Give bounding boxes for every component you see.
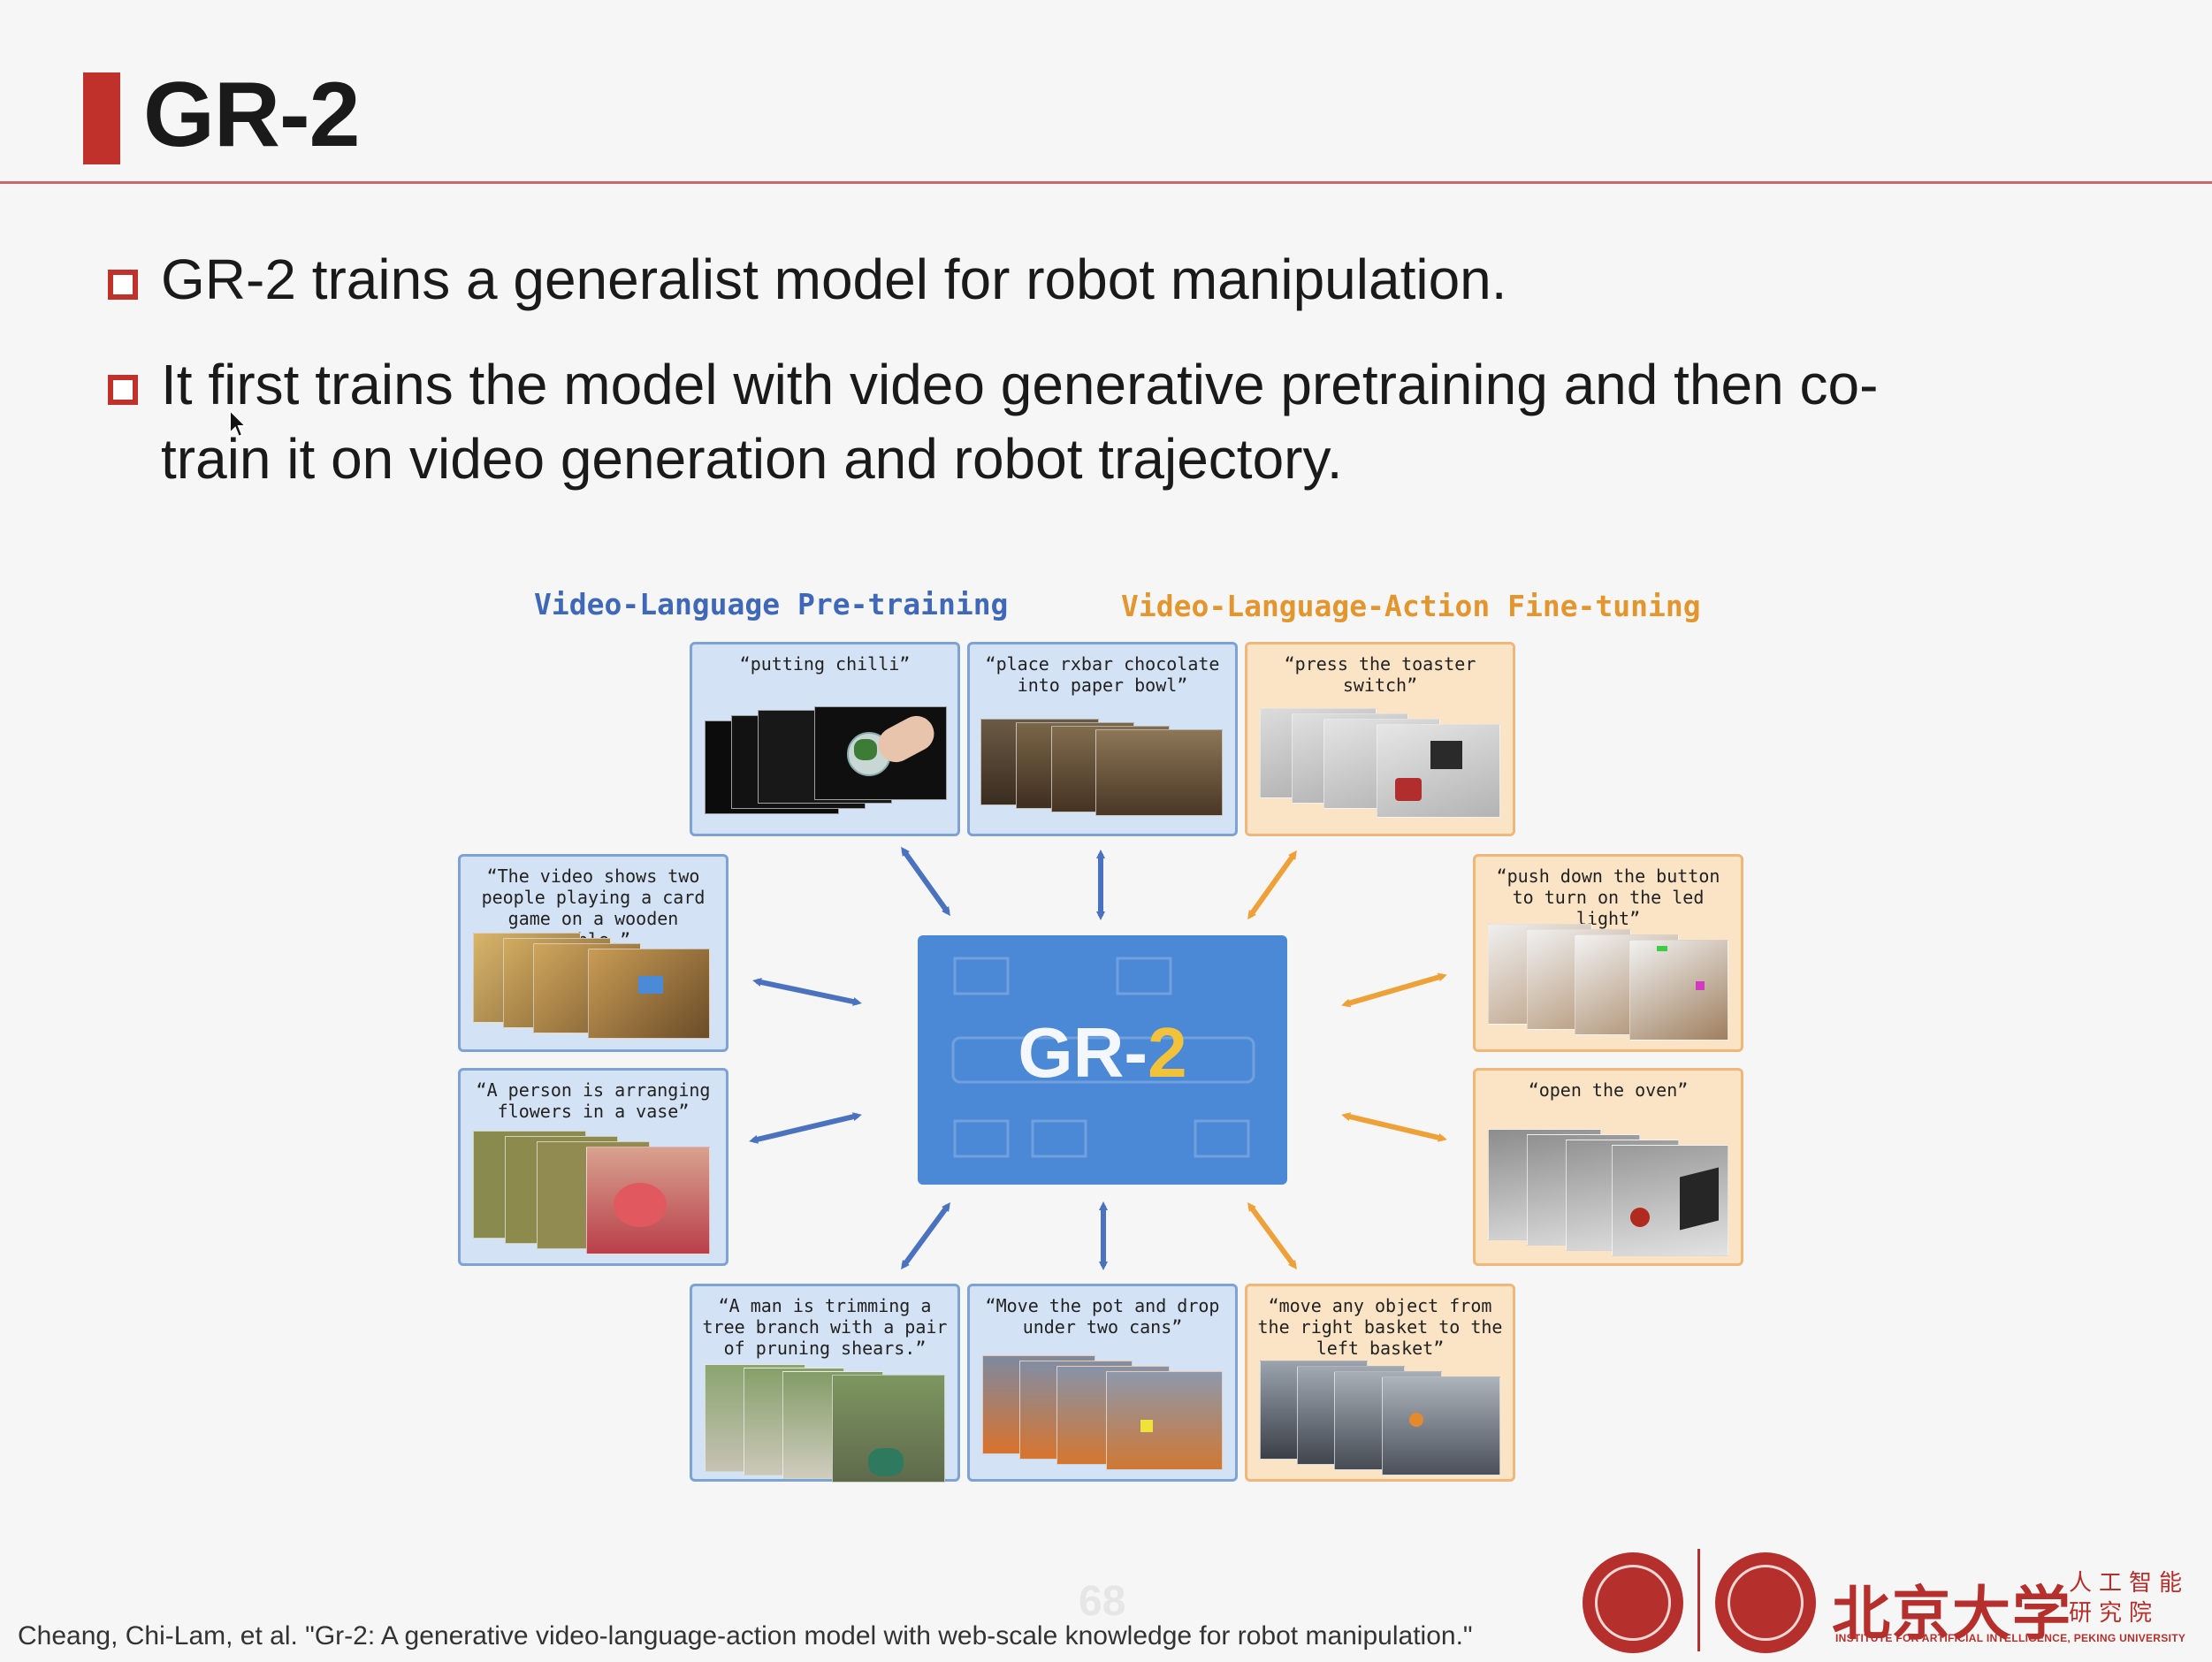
panel-caption: “The video shows two people playing a ca… (481, 865, 706, 950)
title-divider (0, 181, 2212, 184)
mouse-cursor-icon (229, 408, 248, 438)
panel-press-toaster: “press the toaster switch” (1245, 642, 1515, 836)
university-name: 北京大学 (1832, 1579, 2072, 1648)
arrow-mid-right-upper (1341, 972, 1447, 1008)
panel-caption: “move any object from the right basket t… (1257, 1295, 1503, 1359)
arrow-mid-left-lower (749, 1112, 862, 1144)
panel-place-rxbar: “place rxbar chocolate into paper bowl” (967, 642, 1238, 836)
panel-caption: “push down the button to turn on the led… (1496, 865, 1720, 929)
panel-caption: “open the oven” (1528, 1079, 1689, 1101)
gr2-label-accent: 2 (1148, 1013, 1187, 1092)
panel-card-game: “The video shows two people playing a ca… (458, 854, 728, 1052)
title-accent-bar (83, 72, 120, 164)
bullet-marker (108, 375, 138, 405)
peking-university-seal-icon (1583, 1552, 1683, 1653)
arrow-mid-left-upper (752, 978, 862, 1006)
panel-arranging-flowers: “A person is arranging flowers in a vase… (458, 1068, 728, 1266)
page-number: 68 (1079, 1578, 1126, 1625)
arrow-mid-right-lower (1341, 1112, 1447, 1142)
panel-caption: “A person is arranging flowers in a vase… (476, 1079, 711, 1122)
logo-divider (1697, 1549, 1700, 1651)
arrow-top-right (1247, 850, 1297, 920)
citation: Cheang, Chi-Lam, et al. "Gr-2: A generat… (18, 1621, 1473, 1651)
gr2-label-main: GR- (1018, 1013, 1148, 1092)
institute-name-cn: 人工智能研究院 (2069, 1570, 2190, 1627)
panel-push-button: “push down the button to turn on the led… (1473, 854, 1743, 1052)
arrow-bottom-left (901, 1201, 950, 1270)
gr2-model-box (918, 935, 1287, 1185)
institute-name-en: INSTITUTE FOR ARTIFICIAL INTELLIGENCE, P… (1835, 1632, 2186, 1644)
slide-title: GR-2 (143, 64, 360, 166)
model-architecture-icon (951, 957, 1255, 1158)
finetuning-heading: Video-Language-Action Fine-tuning (1121, 589, 1701, 623)
panel-move-object-basket: “move any object from the right basket t… (1245, 1284, 1515, 1482)
panel-putting-chilli: “putting chilli” (690, 642, 960, 836)
panel-caption: “press the toaster switch” (1284, 653, 1476, 696)
institute-ai-seal-icon (1715, 1552, 1816, 1653)
gr2-model-label: GR-2 (918, 1012, 1287, 1094)
panel-move-pot: “Move the pot and drop under two cans” (967, 1284, 1238, 1482)
arrow-bottom-right (1247, 1201, 1297, 1270)
panel-caption: “place rxbar chocolate into paper bowl” (985, 653, 1220, 696)
panel-caption: “A man is trimming a tree branch with a … (702, 1295, 948, 1359)
panel-open-oven: “open the oven” (1473, 1068, 1743, 1266)
panel-trimming-branch: “A man is trimming a tree branch with a … (690, 1284, 960, 1483)
bullet-marker (108, 270, 138, 300)
bullet-text: It first trains the model with video gen… (161, 353, 1879, 416)
pretraining-heading: Video-Language Pre-training (534, 587, 1009, 621)
panel-caption: “putting chilli” (739, 653, 911, 675)
bullet-text: GR-2 trains a generalist model for robot… (161, 248, 1507, 311)
panel-caption: “Move the pot and drop under two cans” (985, 1295, 1220, 1338)
arrow-top-left (901, 846, 950, 917)
bullet-text-continued: train it on video generation and robot t… (161, 427, 1343, 491)
